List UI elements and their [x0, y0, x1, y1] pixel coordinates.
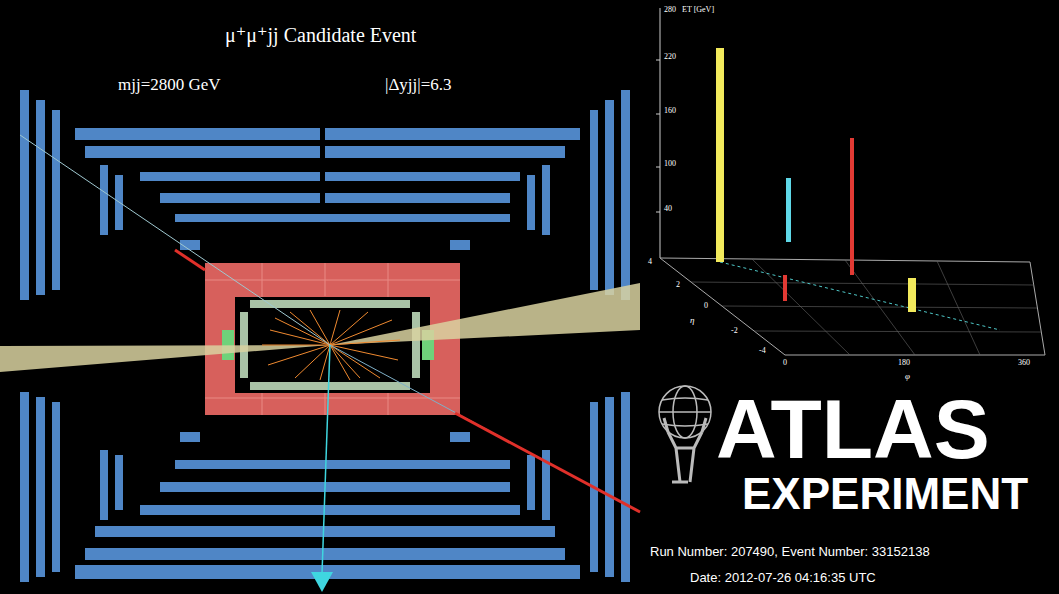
axis-tick: 0 — [783, 359, 787, 368]
muon-track — [20, 135, 330, 345]
axis-tick: -4 — [759, 347, 766, 356]
logo-text: ATLAS — [716, 383, 990, 475]
axis-tick: -2 — [731, 327, 738, 336]
logo-subtext: EXPERIMENT — [742, 470, 1028, 518]
jet-cone — [330, 283, 640, 345]
inner-cavity — [235, 297, 430, 393]
axis-tick: 360 — [1018, 359, 1030, 368]
date-info: Date: 2012-07-26 04:16:35 UTC — [690, 571, 876, 585]
axis-tick: 160 — [664, 107, 676, 116]
muon-track — [330, 345, 640, 512]
muon-track — [455, 413, 640, 512]
lego-plot — [656, 8, 1045, 355]
axis-tick: 4 — [648, 258, 652, 267]
rapidity-label: |Δyjj|=6.3 — [385, 76, 452, 95]
axis-title: φ — [905, 372, 910, 382]
missing-et-arrow — [311, 572, 333, 592]
axis-title: η — [690, 316, 694, 326]
muon-track — [175, 250, 205, 270]
axis-tick: 180 — [898, 359, 910, 368]
mass-label: mjj=2800 GeV — [118, 76, 221, 95]
axis-title: ET [GeV] — [682, 6, 714, 15]
axis-tick: 40 — [664, 205, 672, 214]
missing-et — [322, 345, 330, 574]
atlas-logo — [659, 386, 711, 482]
axis-tick: 100 — [664, 160, 676, 169]
axis-tick: 2 — [676, 281, 680, 290]
inner-tracker — [222, 300, 434, 390]
jet-cone — [0, 345, 330, 372]
muon-chambers — [20, 90, 630, 582]
axis-tick: 220 — [664, 53, 676, 62]
axis-tick: 280 — [664, 6, 676, 15]
run-info: Run Number: 207490, Event Number: 331521… — [650, 545, 930, 559]
plot-title: μ⁺μ⁺jj Candidate Event — [225, 24, 416, 46]
axis-tick: 0 — [704, 302, 708, 311]
